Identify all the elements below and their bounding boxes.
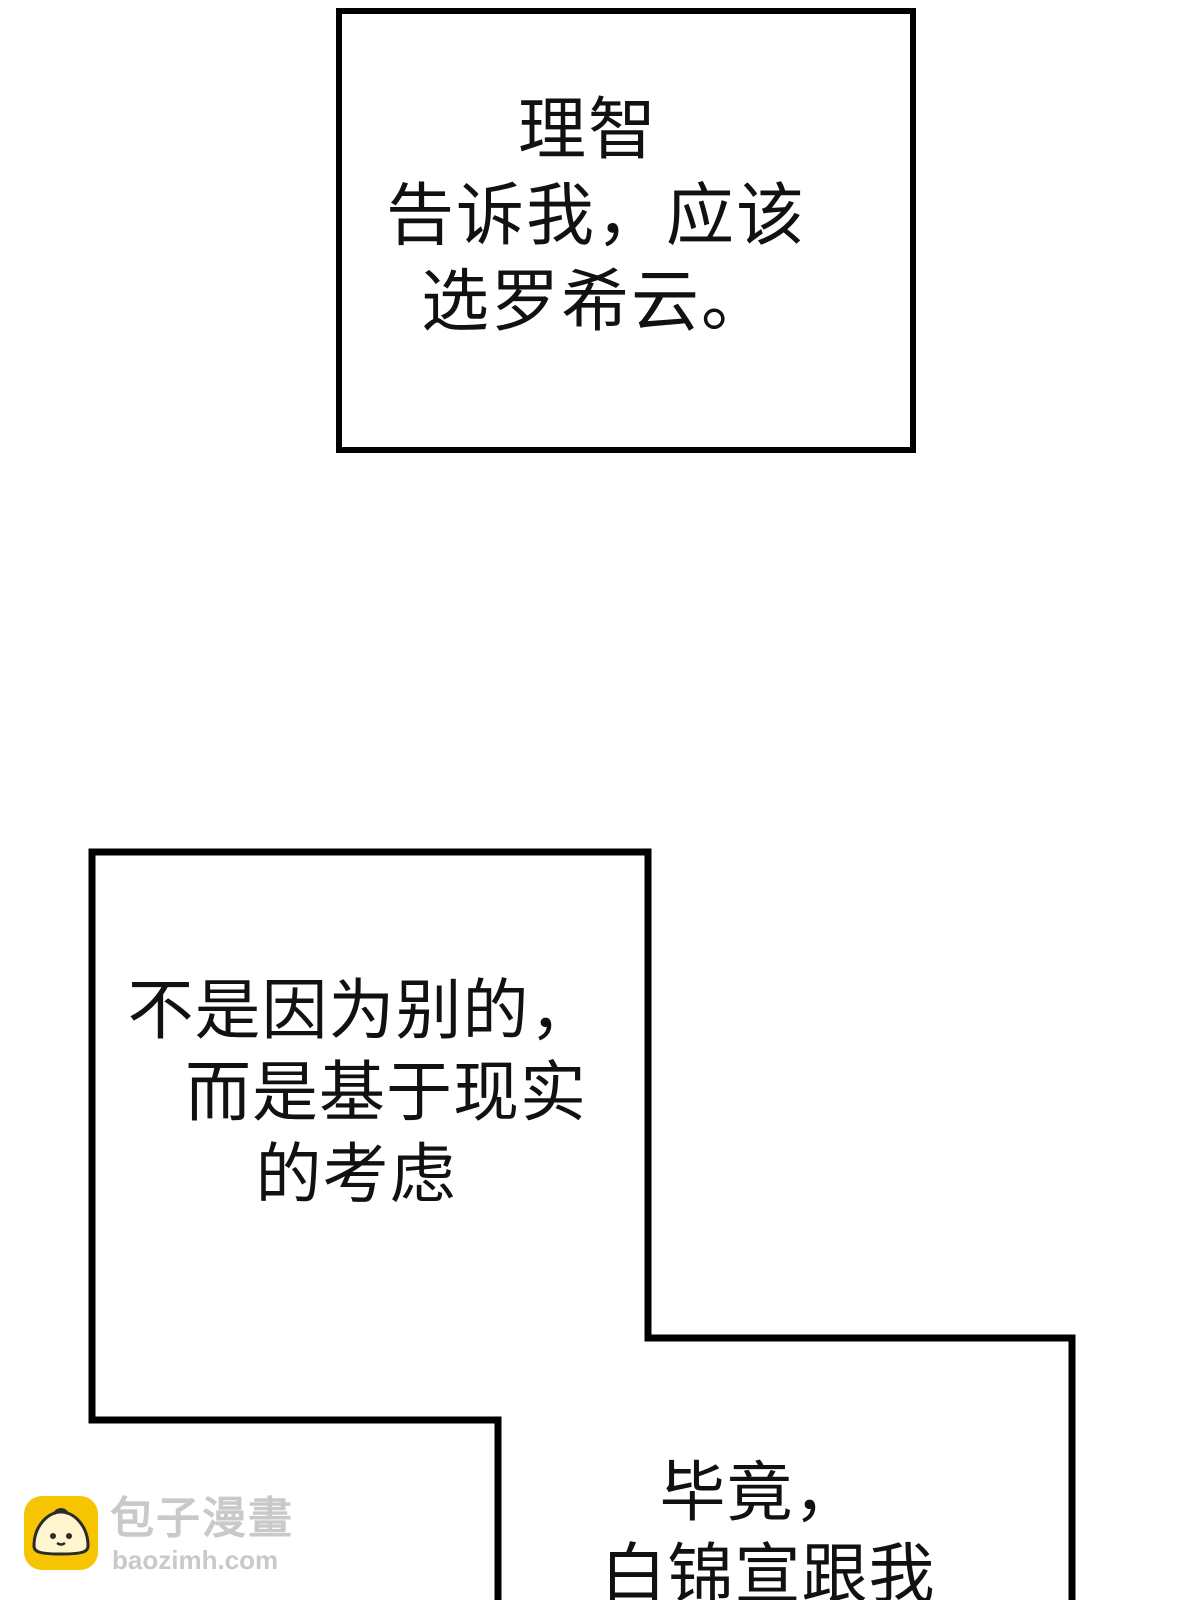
caption-text-2: 不是因为别的， 而是基于现实 的考虑 [92,970,648,1216]
caption-3-line-2: 白锦宣跟我 [600,1536,936,1600]
caption-1-line-3: 选罗希云。 [420,263,771,342]
caption-text-1: 理智 告诉我，应该 选罗希云。 [0,88,1200,346]
caption-2-line-1: 不是因为别的， [127,972,597,1049]
caption-box-1 [336,8,916,453]
watermark-title: 包子漫畫 [110,1493,294,1544]
caption-1-line-2: 告诉我，应该 [385,177,806,256]
caption-1-line-1: 理智 [517,91,658,170]
watermark-url: baozimh.com [112,1545,279,1575]
caption-box-2-border [88,848,1076,1600]
caption-2-line-3: 的考虑 [255,1136,457,1213]
bun-logo-icon [24,1496,98,1570]
caption-2-line-2: 而是基于现实 [185,1054,587,1131]
watermark: 包子漫畫 baozimh.com [24,1493,324,1575]
caption-3-line-1: 毕竟， [659,1454,861,1531]
caption-text-3: 毕竟， 白锦宣跟我 [490,1452,1054,1600]
